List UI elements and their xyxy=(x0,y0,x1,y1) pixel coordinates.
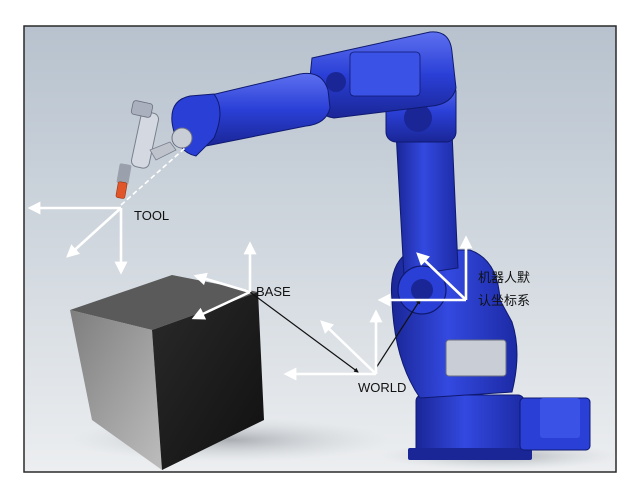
wrist-flange xyxy=(171,127,193,149)
base-axis-y xyxy=(191,290,251,320)
cube-top-face xyxy=(70,275,258,330)
industrial-robot xyxy=(115,31,591,460)
elbow-joint-hub xyxy=(404,104,432,132)
robot-default-frame-axes xyxy=(377,235,473,307)
robot-lower-arm xyxy=(395,123,459,277)
base-axis-x xyxy=(193,272,251,294)
world-axis-y xyxy=(320,320,377,375)
base-frame-axes xyxy=(191,241,257,320)
robot-default-frame-label-line1: 机器人默 xyxy=(478,270,530,286)
tool-axis-y xyxy=(66,207,122,258)
robot-foot xyxy=(408,448,532,460)
workpiece-cube xyxy=(70,275,264,470)
tool-offset-dashed-line xyxy=(120,147,186,206)
motor-bolt xyxy=(326,72,346,92)
welding-torch xyxy=(115,100,177,199)
motor-cover xyxy=(349,51,421,97)
world-to-base-line xyxy=(249,291,359,373)
torch-nozzle xyxy=(115,181,128,199)
tool-frame-axes xyxy=(27,201,128,275)
tool-frame-label: TOOL xyxy=(134,208,169,223)
world-frame-label: WORLD xyxy=(358,380,406,395)
base-motor-cap xyxy=(540,398,580,438)
base-frame-label: BASE xyxy=(256,284,291,299)
robot-name-plate xyxy=(445,339,507,377)
shoulder-joint-hub xyxy=(411,279,433,301)
robot-default-frame-label-line2: 认坐标系 xyxy=(478,294,530,309)
world-frame-axes xyxy=(283,309,383,381)
torch-neck xyxy=(116,163,132,185)
robot-pedestal xyxy=(415,394,525,458)
cube-front-face xyxy=(152,292,264,470)
cube-left-face xyxy=(70,310,162,470)
robot-frame-axis-y xyxy=(416,252,467,301)
torch-cap xyxy=(130,100,154,118)
torch-mount xyxy=(149,141,177,161)
world-to-robot-line xyxy=(375,299,421,369)
